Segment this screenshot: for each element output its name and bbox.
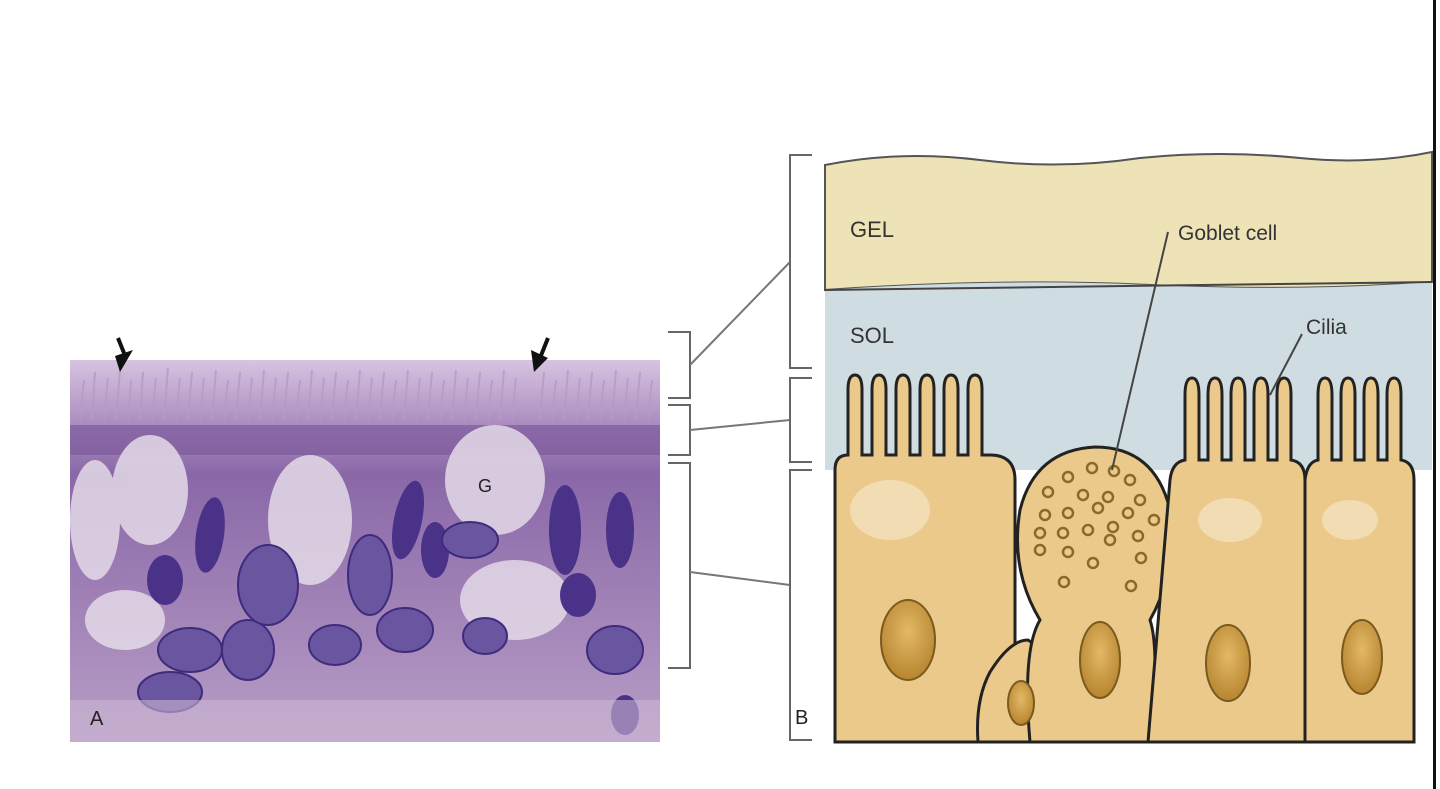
cilia-leader-line — [1269, 333, 1303, 396]
panel-b-diagram: GEL SOL Goblet cell Cilia B — [795, 150, 1433, 744]
panel-a-letter: A — [90, 708, 104, 730]
cilia-label: Cilia — [1306, 316, 1347, 339]
panel-b-letter: B — [795, 707, 808, 729]
sol-label: SOL — [850, 323, 894, 348]
connector-lines — [689, 261, 791, 586]
ciliated-cell-1 — [833, 373, 1017, 744]
goblet-cell — [1016, 445, 1174, 744]
right-edge-border — [1433, 0, 1436, 789]
gel-layer — [824, 150, 1433, 292]
ciliated-cell-2 — [1146, 376, 1307, 744]
pale-goblet-regions — [70, 425, 570, 650]
gel-label: GEL — [850, 217, 894, 242]
histology-basal-nuclei — [137, 521, 644, 713]
arrow-left-icon — [115, 337, 133, 372]
arrow-right-icon — [531, 337, 550, 372]
goblet-leader-line — [1111, 231, 1169, 471]
goblet-marker: G — [478, 476, 492, 496]
cell-nuclei — [880, 599, 1383, 726]
goblet-cell-label: Goblet cell — [1178, 222, 1277, 245]
histology-nuclei — [147, 480, 639, 735]
panel-a-micrograph — [70, 360, 660, 742]
cell-highlights — [850, 480, 1378, 542]
ciliated-cell-3 — [1303, 376, 1416, 744]
goblet-granules — [1033, 461, 1161, 593]
cilia-fringe — [79, 367, 653, 421]
panel-a-brackets — [668, 331, 691, 669]
panel-b-brackets — [789, 154, 812, 741]
